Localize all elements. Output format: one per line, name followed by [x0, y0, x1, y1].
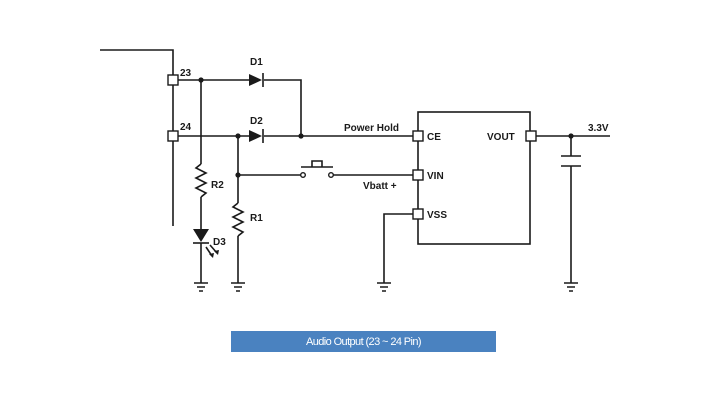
pin-24-label: 24 [180, 122, 192, 133]
pin-24-terminal [167, 130, 179, 142]
resistor-r2 [194, 80, 208, 229]
d3-label: D3 [213, 237, 226, 248]
connector-outline [100, 49, 174, 226]
pin-23-label: 23 [180, 68, 192, 79]
ground-symbol [194, 282, 208, 292]
regulator-ic [417, 111, 531, 245]
d1-label: D1 [250, 57, 263, 68]
vout-pin [525, 130, 537, 142]
vss-label: VSS [427, 210, 447, 221]
led-d3 [193, 229, 219, 283]
vin-pin [412, 169, 424, 181]
ce-label: CE [427, 132, 441, 143]
vin-label: VIN [427, 171, 444, 182]
d2-label: D2 [250, 116, 263, 127]
caption-bar: Audio Output (23 ~ 24 Pin) [231, 331, 496, 352]
r2-label: R2 [211, 180, 224, 191]
diode-d2 [249, 129, 264, 143]
caption-text: Audio Output (23 ~ 24 Pin) [306, 335, 422, 348]
r1-label: R1 [250, 213, 263, 224]
ce-pin [412, 130, 424, 142]
diode-d1 [249, 73, 264, 87]
vout-label: VOUT [487, 132, 515, 143]
output-net [536, 133, 610, 292]
pin-24-net [178, 133, 413, 139]
pin-23-terminal [167, 74, 179, 86]
power-hold-label: Power Hold [344, 123, 399, 134]
push-switch [238, 160, 413, 178]
pin-23-net [178, 77, 302, 136]
vss-net [377, 213, 413, 292]
ground-symbol [231, 282, 245, 292]
resistor-r1 [231, 136, 245, 283]
vss-pin [412, 208, 424, 220]
3v3-label: 3.3V [588, 123, 609, 134]
vbatt-label: Vbatt + [363, 181, 397, 192]
